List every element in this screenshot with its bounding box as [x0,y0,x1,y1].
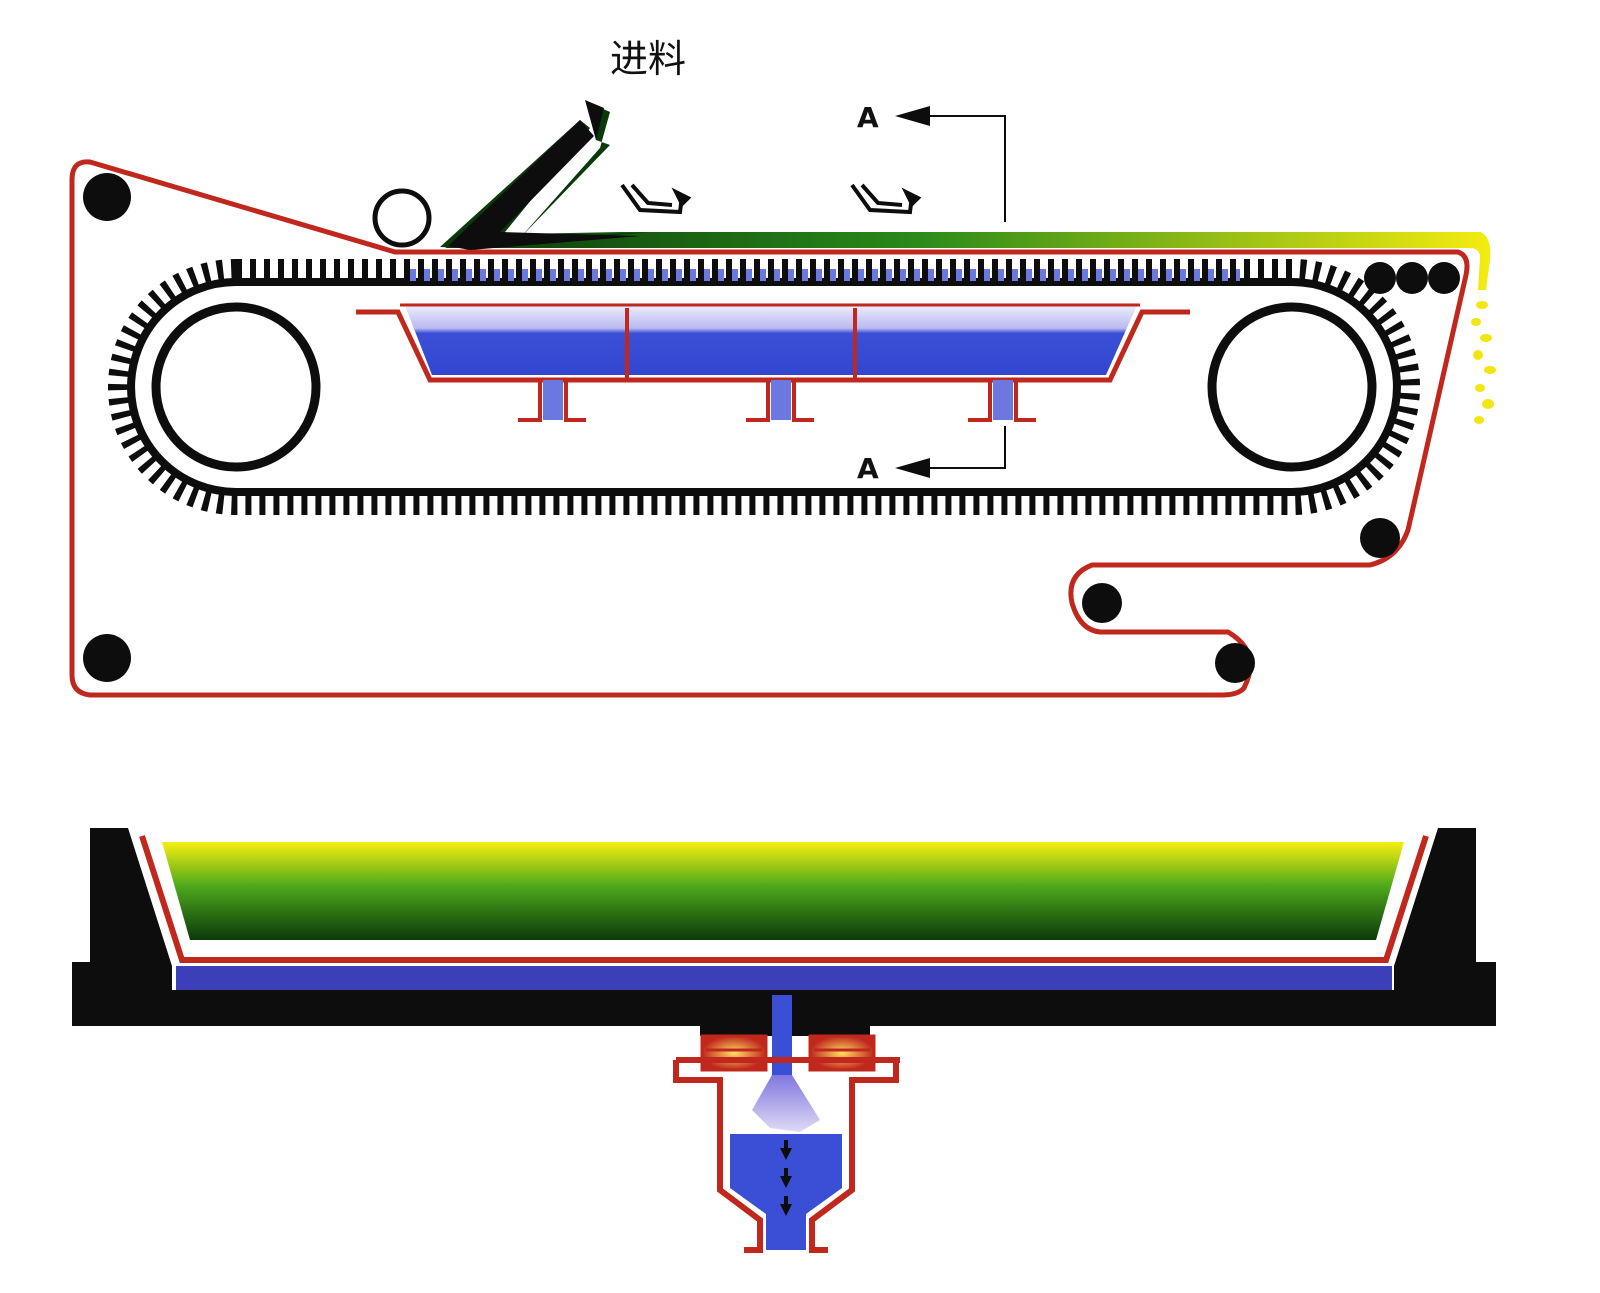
section-label-bottom: A [857,452,879,485]
steel-belt-path [69,159,1470,698]
steam-plume [752,1075,820,1132]
drum-right [1207,302,1377,472]
press-roller [372,188,432,248]
guide-left [620,183,692,215]
roller-right-1 [1364,262,1396,294]
feed-label: 进料 [610,37,686,81]
water-film [176,966,1392,990]
roller-right-2 [1396,262,1428,294]
product-layer [445,232,1491,290]
roller-tension-1 [1082,583,1122,623]
frame-right [1394,828,1496,990]
heater-right [808,1034,876,1072]
discharge-flakes [1471,301,1496,424]
heater-left [700,1034,768,1072]
roller-right-3 [1428,262,1460,294]
drain-pipe [772,995,792,1075]
drum-left [151,302,321,472]
collector-vessel [673,1060,899,1253]
frame-left [72,828,172,990]
section-marker: A A [857,101,1006,485]
section-arrow-icon [895,106,930,126]
belt-section [139,835,1429,963]
steam-flow-arrow-icon [780,1140,792,1216]
cross-section-view [72,828,1496,1253]
roller-bottom-left [83,634,131,682]
roller-top-left [83,173,131,221]
feed-chute-arrow [448,120,640,250]
roller-tension-2 [1215,643,1255,683]
roller-lower-right [1360,518,1400,558]
section-label-top: A [857,101,879,134]
chain-conveyor [108,259,1420,515]
guide-right [850,183,922,215]
cooling-trough [356,303,1190,422]
product-section [162,842,1404,940]
feed-arrow-icon [585,100,604,140]
top-view: A A 进料 [69,37,1496,698]
